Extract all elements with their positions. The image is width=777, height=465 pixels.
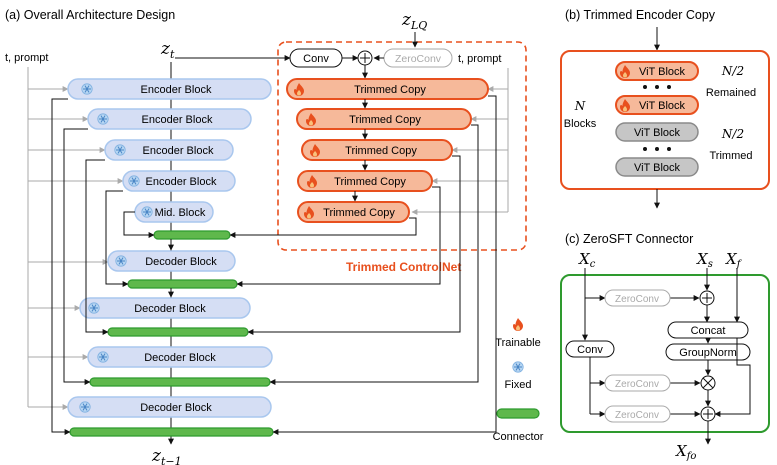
- half-bottom: N/2: [721, 127, 744, 141]
- vit-block-4: ViT Block: [615, 157, 699, 177]
- snowflake-icon: [512, 361, 524, 373]
- svg-text:Decoder Block: Decoder Block: [144, 352, 216, 364]
- svg-text:Encoder Block: Encoder Block: [143, 145, 214, 157]
- svg-text:ViT Block: ViT Block: [634, 162, 681, 174]
- xfo-label: Xfo: [675, 442, 696, 462]
- t-prompt-left: t, prompt: [5, 52, 48, 64]
- svg-text:Encoder Block: Encoder Block: [146, 176, 217, 188]
- zeroconv-c3: ZeroConv: [604, 405, 671, 423]
- svg-text:Trimmed Copy: Trimmed Copy: [334, 176, 406, 188]
- svg-text:Decoder Block: Decoder Block: [140, 402, 212, 414]
- svg-text:Decoder Block: Decoder Block: [145, 256, 217, 268]
- trimmed-label: Trimmed: [710, 150, 753, 162]
- decoder-block-2: Decoder Block: [79, 297, 251, 319]
- zlq-label: zLQ: [401, 10, 427, 32]
- concat-node: Concat: [667, 321, 749, 339]
- svg-text:GroupNorm: GroupNorm: [679, 347, 736, 359]
- svg-text:Decoder Block: Decoder Block: [134, 303, 206, 315]
- svg-text:Encoder Block: Encoder Block: [141, 84, 212, 96]
- xs-label: Xs: [696, 250, 713, 270]
- n-blocks-n: N: [574, 99, 586, 113]
- legend-connector-swatch: [496, 408, 540, 419]
- encoder-block-4: Encoder Block: [122, 170, 236, 192]
- svg-text:Concat: Concat: [691, 325, 726, 337]
- trimmed-copy-2: Trimmed Copy: [296, 108, 472, 130]
- decoder-block-3: Decoder Block: [87, 346, 273, 368]
- mid-block: Mid. Block: [134, 201, 214, 223]
- xf-label: Xf: [725, 250, 743, 270]
- svg-text:ZeroConv: ZeroConv: [615, 379, 659, 390]
- remained-label: Remained: [706, 87, 756, 99]
- legend-connector: Connector: [493, 431, 544, 443]
- conv-label: Conv: [303, 53, 329, 65]
- groupnorm-node: GroupNorm: [665, 343, 751, 361]
- trimmed-copy-3: Trimmed Copy: [301, 139, 453, 161]
- controlnet-region: [277, 41, 527, 251]
- vit-block-2: ViT Block: [615, 95, 699, 115]
- svg-text:Encoder Block: Encoder Block: [142, 114, 213, 126]
- encoder-block-3: Encoder Block: [104, 139, 234, 161]
- connector-5: [69, 427, 274, 437]
- add-node-c1: [699, 290, 715, 306]
- multiply-node-c: [700, 375, 716, 391]
- svg-text:ViT Block: ViT Block: [639, 66, 686, 78]
- svg-text:ViT Block: ViT Block: [634, 127, 681, 139]
- zt-label: zt: [160, 39, 175, 61]
- vit-block-3: ViT Block: [615, 122, 699, 142]
- controlnet-label: Trimmed ControlNet: [346, 260, 461, 274]
- connector-1: [153, 230, 231, 240]
- conv-node-c: Conv: [565, 340, 615, 358]
- zeroconv-c2: ZeroConv: [604, 374, 671, 392]
- t-prompt-right: t, prompt: [458, 53, 501, 65]
- svg-text:Trimmed Copy: Trimmed Copy: [345, 145, 417, 157]
- trimmed-copy-1: Trimmed Copy: [286, 78, 489, 100]
- add-node-c2: [700, 406, 716, 422]
- svg-text:ZeroConv: ZeroConv: [615, 294, 659, 305]
- encoder-block-2: Encoder Block: [87, 108, 252, 130]
- flame-icon: [513, 318, 523, 331]
- trimmed-copy-4: Trimmed Copy: [297, 170, 433, 192]
- trimmed-copy-5: Trimmed Copy: [297, 201, 410, 223]
- n-blocks-label: Blocks: [564, 118, 597, 130]
- decoder-block-4: Decoder Block: [67, 396, 272, 418]
- panel-c-title: (c) ZeroSFT Connector: [565, 232, 693, 246]
- svg-text:Trimmed Copy: Trimmed Copy: [354, 84, 426, 96]
- zerosft-panel: [560, 274, 770, 433]
- encoder-copy-panel: [560, 50, 770, 190]
- legend-trainable: Trainable: [495, 337, 540, 349]
- legend-fixed: Fixed: [505, 379, 532, 391]
- svg-text:Conv: Conv: [577, 344, 603, 356]
- decoder-block-1: Decoder Block: [107, 250, 236, 272]
- panel-a-title: (a) Overall Architecture Design: [5, 8, 175, 22]
- panel-b-title: (b) Trimmed Encoder Copy: [565, 8, 716, 22]
- vit-block-1: ViT Block: [615, 61, 699, 81]
- zeroconv-c1: ZeroConv: [604, 289, 671, 307]
- encoder-block-1: Encoder Block: [67, 78, 272, 100]
- xc-label: Xc: [578, 250, 596, 270]
- connector-3: [107, 327, 249, 337]
- svg-text:Trimmed Copy: Trimmed Copy: [323, 207, 395, 219]
- svg-text:Mid. Block: Mid. Block: [155, 207, 206, 219]
- zeroconv-label: ZeroConv: [395, 53, 442, 65]
- svg-text:ZeroConv: ZeroConv: [615, 410, 659, 421]
- svg-text:Trimmed Copy: Trimmed Copy: [349, 114, 421, 126]
- zt-1-label: zt−1: [151, 446, 182, 465]
- half-top: N/2: [721, 64, 744, 78]
- connector-2: [127, 279, 238, 289]
- connector-4: [89, 377, 271, 387]
- svg-text:ViT Block: ViT Block: [639, 100, 686, 112]
